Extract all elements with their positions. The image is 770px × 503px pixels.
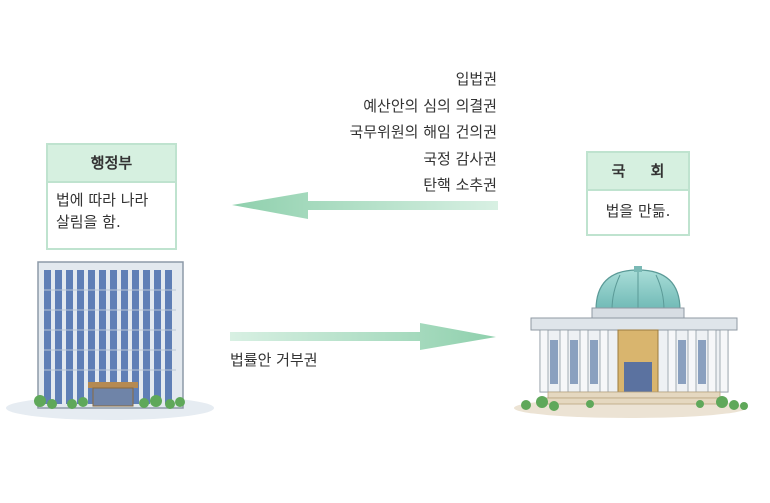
assembly-power-item: 국무위원의 해임 건의권 [349, 123, 497, 141]
office-building-icon [6, 261, 214, 420]
government-box: 행정부 법에 따라 나라 살림을 함. [46, 143, 177, 250]
government-power-label: 법률안 거부권 [230, 351, 318, 369]
arrow-to-assembly [230, 323, 496, 350]
assembly-power-item: 탄핵 소추권 [423, 176, 497, 194]
national-assembly-description: 법을 만듦. [605, 202, 671, 220]
government-description-line: 법에 따라 나라 [56, 191, 149, 209]
national-assembly-title: 국 회 [588, 153, 688, 191]
assembly-power-item: 예산안의 심의 의결권 [363, 96, 497, 115]
government-title: 행정부 [48, 145, 175, 183]
government-description: 법에 따라 나라 살림을 함. [48, 183, 175, 239]
government-description-line: 살림을 함. [56, 213, 121, 231]
arrow-to-government [232, 192, 498, 219]
assembly-power-item: 입법권 [455, 70, 497, 88]
national-assembly-box: 국 회 법을 만듦. [586, 151, 690, 236]
assembly-powers-list: 입법권 예산안의 심의 의결권 국무위원의 해임 건의권 국정 감사권 탄핵 소… [349, 66, 497, 199]
assembly-building-icon [514, 266, 748, 418]
assembly-power-item: 국정 감사권 [423, 149, 497, 168]
